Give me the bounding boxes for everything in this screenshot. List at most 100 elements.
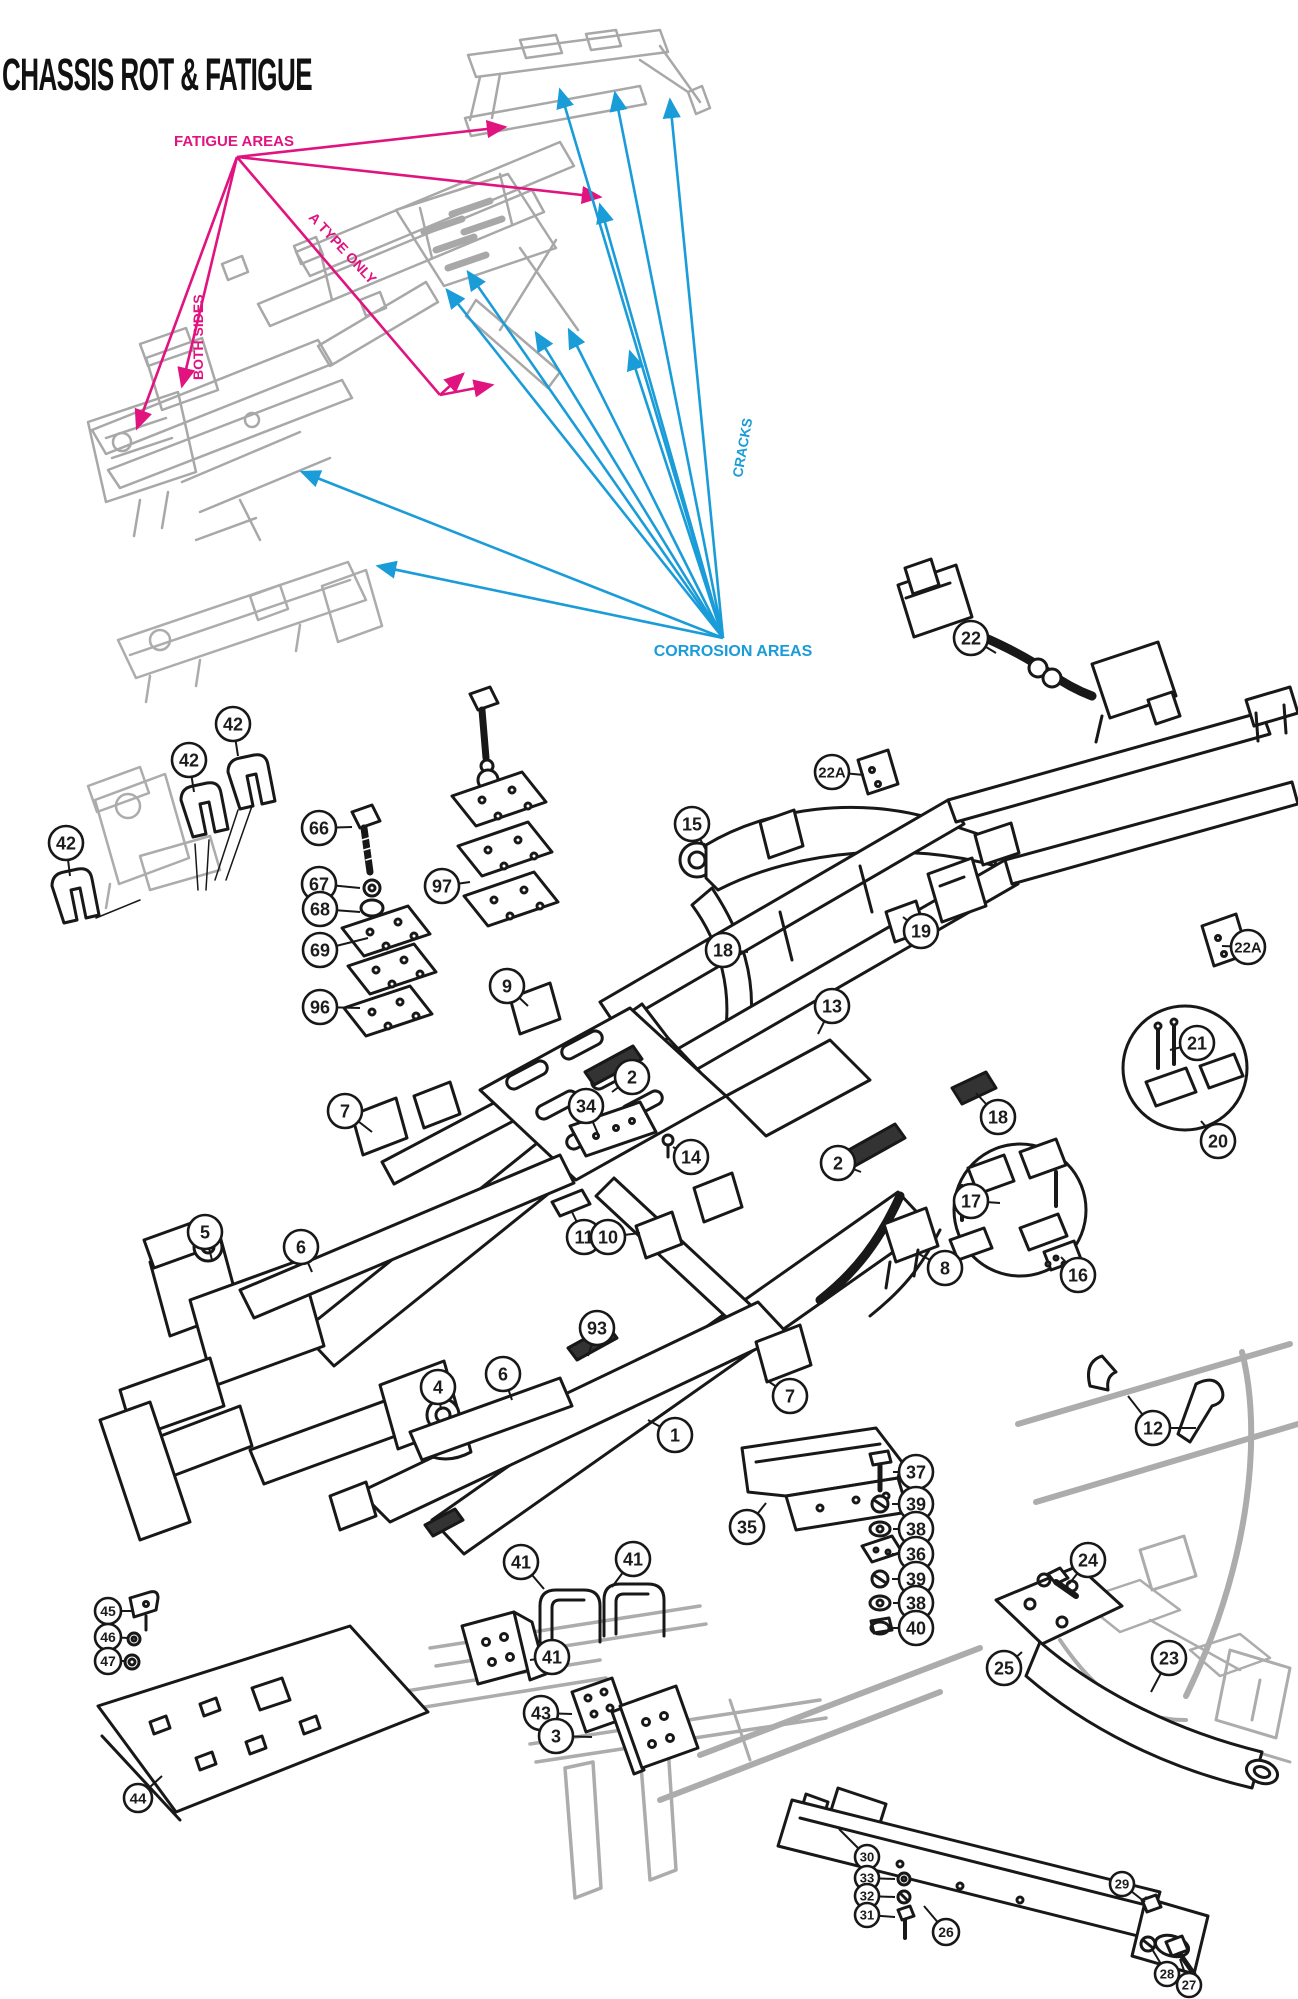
corrosion-arrow-3 — [596, 202, 725, 639]
callout-number: 93 — [587, 1318, 607, 1338]
callout-number: 16 — [1068, 1265, 1088, 1285]
corrosion-arrow-1 — [609, 90, 725, 639]
callout-number: 32 — [860, 1889, 874, 1904]
callout-circle — [589, 1218, 627, 1256]
callout-46: 46 — [93, 1622, 130, 1652]
callout-circle — [1150, 1639, 1188, 1677]
callout-number: 5 — [200, 1222, 210, 1242]
callout-circle — [771, 1377, 809, 1415]
part-shim-stack-97 — [450, 685, 560, 928]
callout-circle — [300, 809, 338, 847]
annotation-label-fatigue-areas: FATIGUE AREAS — [174, 133, 294, 150]
ghost-front-crossmember — [116, 560, 384, 704]
callout-47: 47 — [93, 1646, 126, 1676]
corrosion-arrow-4 — [534, 330, 725, 639]
callout-number: 39 — [906, 1569, 926, 1589]
callout-number: 29 — [1115, 1877, 1129, 1892]
callout-number: 30 — [860, 1850, 874, 1865]
callout-number: 1 — [670, 1425, 680, 1445]
callout-number: 12 — [1143, 1418, 1163, 1438]
callout-circle — [952, 1182, 990, 1220]
callout-97: 97 — [423, 867, 471, 905]
callout-number: 2 — [627, 1067, 637, 1087]
ghost-sill-rails — [348, 1604, 828, 1900]
callout-number: 44 — [130, 1790, 147, 1807]
part-body-mount-3 — [570, 1676, 700, 1776]
callout-32: 32 — [853, 1882, 896, 1910]
callout-5: 5 — [186, 1213, 224, 1261]
callout-circle — [931, 1917, 961, 1947]
annotation-label-cracks: CRACKS — [729, 417, 755, 479]
callout-6: 6 — [282, 1228, 320, 1273]
page-title: CHASSIS ROT & FATIGUE — [2, 49, 312, 100]
callout-17: 17 — [952, 1182, 1001, 1220]
callout-24: 24 — [1068, 1541, 1107, 1585]
callout-circle — [488, 967, 526, 1005]
callout-number: 37 — [906, 1462, 926, 1482]
callout-28: 28 — [1151, 1948, 1181, 1988]
callout-circle — [419, 1368, 457, 1406]
callout-number: 9 — [502, 976, 512, 996]
callout-number: 8 — [940, 1258, 950, 1278]
part-bracket-22a-left — [856, 748, 900, 796]
callout-27: 27 — [1175, 1958, 1203, 1999]
callout-37: 37 — [893, 1453, 935, 1491]
callout-16: 16 — [1059, 1256, 1097, 1294]
callout-34: 34 — [567, 1087, 605, 1135]
callout-29: 29 — [1108, 1870, 1146, 1903]
part-shim-bolt-left — [340, 803, 438, 1038]
callout-number: 66 — [309, 818, 329, 838]
part-packing-shims — [50, 753, 277, 925]
callout-number: 3 — [551, 1726, 561, 1746]
callout-number: 7 — [785, 1386, 795, 1406]
callout-2: 2 — [611, 1058, 651, 1096]
callout-45: 45 — [93, 1596, 132, 1626]
callout-18: 18 — [975, 1092, 1017, 1136]
callout-3: 3 — [537, 1717, 593, 1755]
callout-number: 6 — [296, 1237, 306, 1257]
callout-circle — [47, 824, 85, 862]
callout-circle — [282, 1228, 320, 1266]
callout-number: 41 — [511, 1552, 531, 1572]
callout-circle — [1153, 1960, 1181, 1988]
callout-circle — [902, 912, 940, 950]
callout-number: 6 — [498, 1364, 508, 1384]
callout-26: 26 — [923, 1905, 961, 1947]
callout-circle — [484, 1355, 522, 1393]
callout-circle — [301, 931, 339, 969]
callout-number: 38 — [906, 1519, 926, 1539]
callout-circle — [853, 1901, 881, 1929]
callout-number: 24 — [1078, 1550, 1098, 1570]
callout-number: 22 — [961, 628, 981, 648]
callout-number: 68 — [310, 899, 330, 919]
callout-number: 14 — [681, 1147, 701, 1167]
callout-25: 25 — [985, 1649, 1023, 1687]
callout-7: 7 — [326, 1092, 373, 1133]
callout-number: 21 — [1187, 1033, 1207, 1053]
callout-circle — [1178, 1024, 1216, 1062]
callout-22A: 22A — [1221, 928, 1267, 966]
callout-number: 39 — [906, 1494, 926, 1514]
callout-11: 11 — [565, 1211, 603, 1256]
callout-circle — [301, 890, 339, 928]
callout-circle — [813, 987, 851, 1025]
callout-circle — [728, 1508, 766, 1546]
callout-circle — [704, 931, 742, 969]
fatigue-arrow-6 — [134, 156, 239, 431]
callout-circle — [537, 1717, 575, 1755]
callout-circle — [326, 1092, 364, 1130]
part-skid-plate — [740, 1426, 910, 1532]
callout-circle — [672, 1138, 710, 1176]
callout-number: 20 — [1208, 1131, 1228, 1151]
fatigue-arrow-5 — [177, 156, 239, 389]
callout-40: 40 — [892, 1609, 935, 1647]
fatigue-arrow-3 — [439, 372, 465, 396]
callout-9: 9 — [488, 967, 529, 1007]
callout-number: 97 — [432, 876, 452, 896]
callout-2: 2 — [819, 1144, 862, 1182]
part-lower-wishbone — [994, 1564, 1279, 1790]
